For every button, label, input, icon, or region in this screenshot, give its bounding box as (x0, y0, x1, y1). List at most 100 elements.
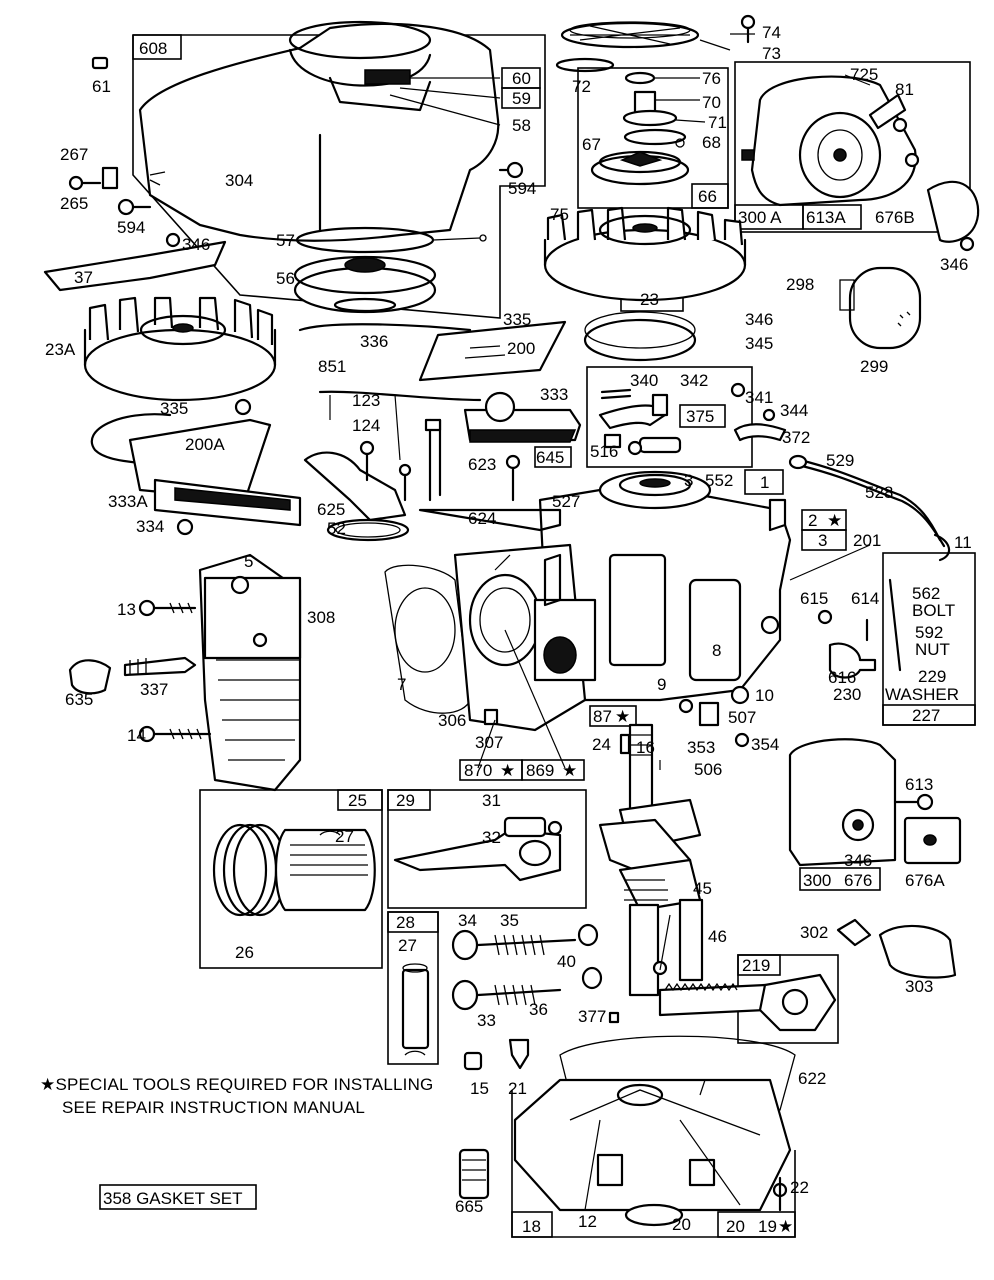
label-725: 725 (850, 65, 878, 84)
label-622: 622 (798, 1069, 826, 1088)
rewind-starter-parts (555, 14, 756, 186)
label-10: 10 (755, 686, 774, 705)
label-613: 613 (905, 775, 933, 794)
label-19: 19 (758, 1217, 777, 1236)
crankshaft (598, 723, 702, 997)
label-304: 304 (225, 171, 253, 190)
label-299: 299 (860, 357, 888, 376)
label-32: 32 (482, 828, 501, 847)
label-18: 18 (522, 1217, 541, 1236)
label-59: 59 (512, 89, 531, 108)
label-31: 31 (482, 791, 501, 810)
label-506: 506 (694, 760, 722, 779)
label-870-star: ★ (500, 761, 515, 780)
label-73: 73 (762, 44, 781, 63)
label-337: 337 (140, 680, 168, 699)
label-201: 201 (853, 531, 881, 550)
cylinder-block (418, 418, 792, 702)
label-334: 334 (136, 517, 164, 536)
air-cleaner (839, 266, 922, 350)
label-20-seal: 20 (672, 1215, 691, 1234)
label-19-star: ★ (778, 1217, 793, 1236)
muffler-top-right (741, 75, 980, 252)
label-592: 592 (915, 623, 943, 642)
label-12: 12 (578, 1212, 597, 1231)
label-265: 265 (60, 194, 88, 213)
label-25: 25 (348, 791, 367, 810)
note-line-2: SEE REPAIR INSTRUCTION MANUAL (62, 1098, 365, 1117)
label-13: 13 (117, 600, 136, 619)
label-123: 123 (352, 391, 380, 410)
label-613A: 613A (806, 208, 846, 227)
label-870: 870 (464, 761, 492, 780)
intake-elbow (303, 440, 521, 542)
label-14: 14 (127, 726, 146, 745)
note-line-1: ★SPECIAL TOOLS REQUIRED FOR INSTALLING (40, 1075, 433, 1094)
label-335-bottom: 335 (160, 399, 188, 418)
label-27-piston: 27 (335, 827, 354, 846)
label-306: 306 (438, 711, 466, 730)
label-60: 60 (512, 69, 531, 88)
label-70: 70 (702, 93, 721, 112)
label-33: 33 (477, 1011, 496, 1030)
label-616: 616 (828, 668, 856, 687)
label-28: 28 (396, 913, 415, 932)
label-124: 124 (352, 416, 380, 435)
label-81: 81 (895, 80, 914, 99)
label-529: 529 (826, 451, 854, 470)
label-56: 56 (276, 269, 295, 288)
label-377: 377 (578, 1007, 606, 1026)
head-bolts (68, 599, 212, 743)
label-washer: WASHER (885, 685, 959, 704)
label-15: 15 (470, 1079, 489, 1098)
label-354: 354 (751, 735, 779, 754)
label-300A: 300 A (738, 208, 782, 227)
label-46: 46 (708, 927, 727, 946)
label-345: 345 (745, 334, 773, 353)
label-230: 230 (833, 685, 861, 704)
special-tools-note: ★SPECIAL TOOLS REQUIRED FOR INSTALLING S… (40, 1075, 433, 1117)
cylinder-head (198, 543, 597, 792)
label-23: 23 (640, 290, 659, 309)
starter-pulley (293, 226, 487, 314)
label-346-coil: 346 (745, 310, 773, 329)
label-562: 562 (912, 584, 940, 603)
label-36: 36 (529, 1000, 548, 1019)
label-267: 267 (60, 145, 88, 164)
label-67: 67 (582, 135, 601, 154)
label-335-top: 335 (503, 310, 531, 329)
plate-37 (43, 240, 227, 292)
label-336: 336 (360, 332, 388, 351)
label-52: 52 (327, 519, 346, 538)
label-8: 8 (712, 641, 721, 660)
label-20-box: 20 (726, 1217, 745, 1236)
label-3-box: 3 (818, 531, 827, 550)
label-87-star: ★ (615, 707, 630, 726)
label-22: 22 (790, 1178, 809, 1197)
label-676: 676 (844, 871, 872, 890)
label-300: 300 (803, 871, 831, 890)
label-341: 341 (745, 388, 773, 407)
flywheel-23 (543, 206, 747, 302)
label-37: 37 (74, 268, 93, 287)
label-21: 21 (508, 1079, 527, 1098)
crankcase-base (458, 1035, 796, 1227)
label-333A: 333A (108, 492, 148, 511)
label-16: 16 (636, 738, 655, 757)
label-346-lower: 346 (844, 851, 872, 870)
label-645: 645 (536, 448, 564, 467)
label-57: 57 (276, 231, 295, 250)
label-527: 527 (552, 492, 580, 511)
label-308: 308 (307, 608, 335, 627)
label-869: 869 (526, 761, 554, 780)
label-72: 72 (572, 77, 591, 96)
label-58: 58 (512, 116, 531, 135)
blower-housing (138, 20, 500, 242)
muffler-lower (788, 738, 962, 979)
label-635: 635 (65, 690, 93, 709)
label-625: 625 (317, 500, 345, 519)
label-7: 7 (397, 675, 406, 694)
label-24: 24 (592, 735, 611, 754)
label-516: 516 (590, 442, 618, 461)
label-665: 665 (455, 1197, 483, 1216)
